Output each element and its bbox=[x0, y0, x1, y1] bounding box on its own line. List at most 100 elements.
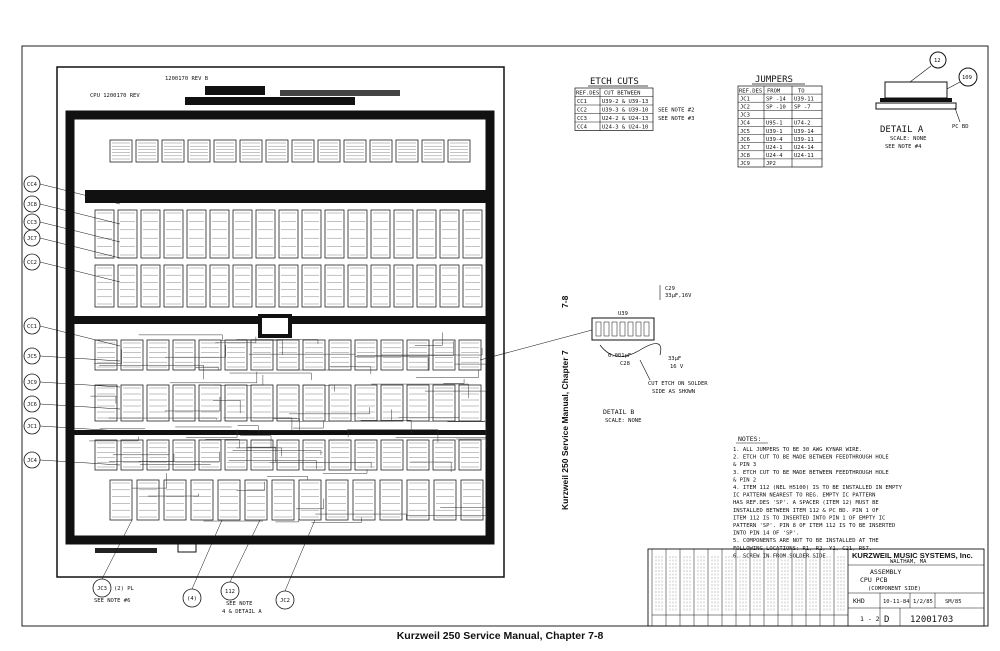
note-line: & PIN 3 bbox=[733, 462, 756, 468]
drawn-date: 10-11-84 bbox=[883, 599, 910, 605]
ic-package bbox=[163, 209, 184, 259]
ic-package bbox=[347, 209, 368, 259]
note-line: 1. ALL JUMPERS TO BE 30 AWG KYNAR WIRE. bbox=[733, 447, 862, 453]
detail-a-scale: SCALE: NONE bbox=[890, 136, 926, 142]
ic-package bbox=[276, 439, 300, 471]
detail-b-chip-label: U39 bbox=[618, 311, 628, 317]
jumper-ref: JC4 bbox=[740, 121, 751, 127]
callout-bottom-label: JC3 bbox=[97, 586, 107, 592]
callout-bottom bbox=[182, 588, 202, 608]
ic-package bbox=[239, 139, 263, 163]
jumper-header: FROM bbox=[767, 88, 781, 94]
ic-package bbox=[317, 139, 341, 163]
etch-cuts-title: ETCH CUTS bbox=[590, 77, 639, 87]
etch-cut: U39-2 & U39-13 bbox=[602, 99, 648, 105]
ic-package bbox=[140, 264, 161, 308]
pcb-band-3 bbox=[70, 430, 490, 435]
detail-b-cut-note-2: SIDE AS SHOWN bbox=[652, 389, 695, 395]
etch-note: SEE NOTE #3 bbox=[658, 116, 694, 122]
jumper-from: U24-1 bbox=[766, 145, 783, 151]
ic-package bbox=[343, 139, 367, 163]
note-line: PATTERN 'SP'. PIN 8 OF ITEM 112 IS TO BE… bbox=[733, 523, 895, 529]
note-line: 3. ETCH CUT TO BE MADE BETWEEN FEEDTHROU… bbox=[733, 470, 889, 476]
callout-label: JC6 bbox=[27, 402, 37, 408]
note-line: IC PATTERN NEAREST TO REG. EMPTY IC PATT… bbox=[733, 493, 875, 499]
jumper-to: U39-11 bbox=[794, 96, 814, 102]
ic-package bbox=[380, 384, 404, 422]
jumper-header: TO bbox=[798, 88, 805, 94]
detail-b-scale: SCALE: NONE bbox=[605, 418, 641, 424]
callout-bottom-label: 112 bbox=[225, 589, 235, 595]
ic-package bbox=[250, 384, 274, 422]
callout-label: JC1 bbox=[27, 424, 37, 430]
note-line: INSTALLED BETWEEN ITEM 112 & PC BD. PIN … bbox=[733, 508, 879, 514]
etch-cut: U39-3 & U39-10 bbox=[602, 108, 648, 114]
callout-bottom-label: (4) bbox=[187, 596, 197, 602]
callout-jc5 bbox=[23, 347, 41, 365]
callout-label: CC3 bbox=[27, 220, 37, 226]
detail-a-callout-109-text: 109 bbox=[962, 75, 972, 81]
top-connector-3 bbox=[185, 97, 355, 105]
detail-a-callout-109 bbox=[958, 67, 978, 87]
etch-cut: U24-2 & U24-13 bbox=[602, 116, 648, 122]
jumper-ref: JC7 bbox=[740, 145, 750, 151]
ic-package bbox=[163, 264, 184, 308]
ic-package bbox=[161, 139, 185, 163]
ic-package bbox=[224, 339, 248, 371]
ic-package bbox=[172, 339, 196, 371]
notes-title: NOTES: bbox=[738, 435, 761, 443]
callout-label: JC7 bbox=[27, 236, 37, 242]
callout-label: JC9 bbox=[27, 380, 37, 386]
detail-a-chip bbox=[884, 81, 948, 99]
dwg-number: 12001703 bbox=[910, 615, 953, 625]
ic-package bbox=[421, 139, 445, 163]
jumper-from: U24-4 bbox=[766, 153, 783, 159]
ic-package bbox=[460, 479, 484, 521]
top-connector-1 bbox=[205, 86, 265, 95]
ic-package bbox=[432, 439, 456, 471]
callout-cc4 bbox=[23, 175, 41, 193]
detail-a-callout-12 bbox=[929, 51, 947, 69]
detail-b-leader bbox=[479, 329, 593, 361]
ic-package bbox=[301, 264, 322, 308]
ic-package bbox=[244, 479, 268, 521]
ic-package bbox=[302, 339, 326, 371]
dwg-size: D bbox=[884, 615, 889, 625]
etch-ref: CC2 bbox=[577, 108, 587, 114]
ic-package bbox=[198, 439, 222, 471]
title-line-3: (COMPONENT SIDE) bbox=[868, 586, 921, 592]
ic-package bbox=[324, 209, 345, 259]
notes-block: NOTES: 1. ALL JUMPERS TO BE 30 AWG KYNAR… bbox=[733, 435, 903, 559]
ic-package bbox=[255, 264, 276, 308]
ic-package bbox=[224, 439, 248, 471]
etch-header: CUT BETWEEN bbox=[604, 91, 640, 97]
ic-package bbox=[94, 264, 115, 308]
title-line-1: ASSEMBLY bbox=[870, 568, 901, 576]
ic-package bbox=[324, 264, 345, 308]
jumper-from: SP -14 bbox=[766, 96, 787, 102]
ic-package bbox=[302, 439, 326, 471]
ic-package bbox=[187, 139, 211, 163]
ic-package bbox=[217, 479, 241, 521]
jumper-to: U39-14 bbox=[794, 129, 815, 135]
ic-package bbox=[255, 209, 276, 259]
note-line: ITEM 112 IS TO INSERTED INTO PIN 1 OF EM… bbox=[733, 515, 885, 521]
callout-jc4 bbox=[23, 451, 41, 469]
ic-package bbox=[172, 439, 196, 471]
ic-package bbox=[393, 209, 414, 259]
callout-bottom-sub: SEE NOTE #6 bbox=[94, 598, 130, 604]
jumper-ref: JC5 bbox=[740, 129, 750, 135]
callout-jc1 bbox=[23, 417, 41, 435]
callout-bottom bbox=[92, 578, 112, 598]
callout-cc2 bbox=[23, 253, 41, 271]
pcb-traces bbox=[89, 332, 487, 523]
company-city: WALTHAM, MA bbox=[890, 559, 927, 565]
pcb-rev-label: 1200170 REV B bbox=[165, 76, 209, 82]
ic-package bbox=[120, 384, 144, 422]
etch-cut: U24-3 & U24-10 bbox=[602, 125, 648, 131]
top-connector-2 bbox=[280, 90, 400, 96]
detail-b-cap-right-v: 16 V bbox=[670, 364, 684, 370]
etch-ref: CC3 bbox=[577, 116, 587, 122]
